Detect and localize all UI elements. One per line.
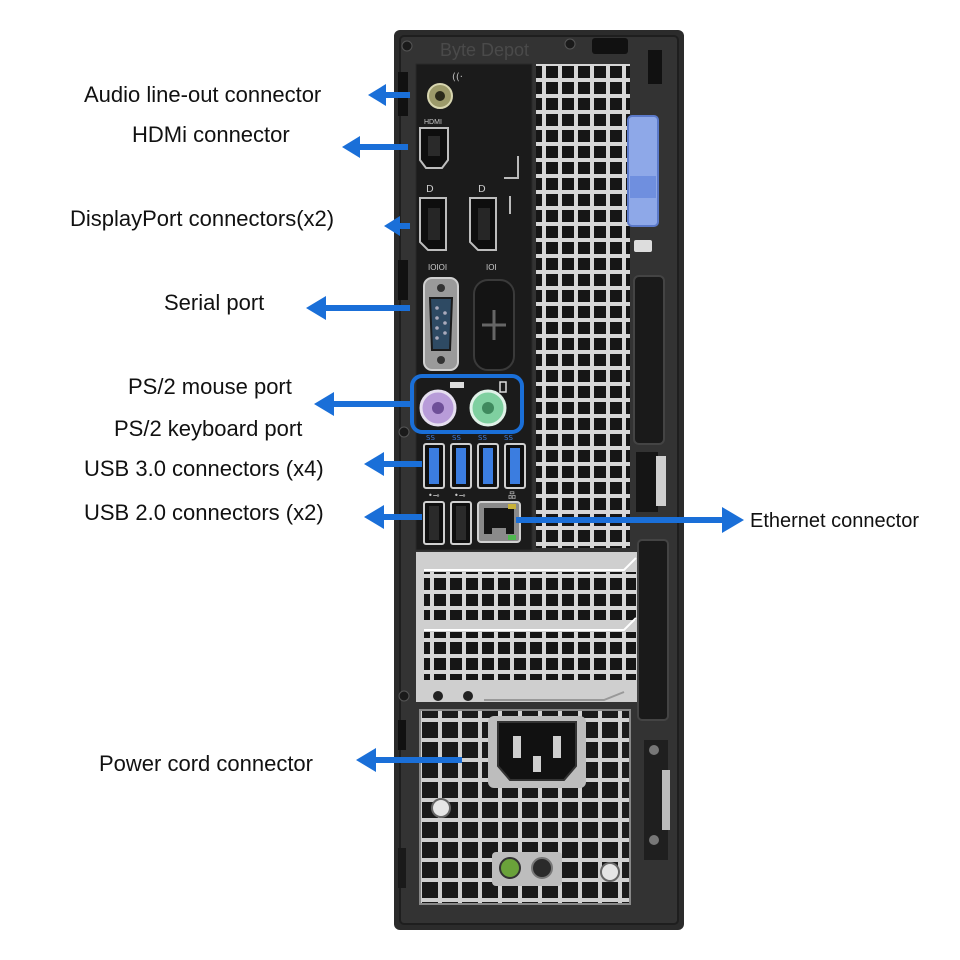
svg-text:D: D <box>478 184 486 195</box>
callout-arrows <box>306 84 744 772</box>
svg-text:D: D <box>426 184 434 195</box>
screw-icon <box>401 40 413 52</box>
serial-mark: IOIOI <box>428 263 447 272</box>
screw-icon <box>649 835 659 845</box>
svg-text:•⊸: •⊸ <box>454 491 466 500</box>
label-hdmi: HDMi connector <box>132 122 290 147</box>
screw-icon <box>431 798 451 818</box>
expansion-slot <box>424 632 636 680</box>
label-ps2-mouse: PS/2 mouse port <box>128 374 292 399</box>
label-ethernet: Ethernet connector <box>750 510 919 532</box>
arrow-head-icon <box>342 136 360 158</box>
label-power-cord: Power cord connector <box>99 751 313 776</box>
label-ps2-keyboard: PS/2 keyboard port <box>114 416 303 441</box>
label-audio-line-out: Audio line-out connector <box>84 82 322 107</box>
label-usb3: USB 3.0 connectors (x4) <box>84 456 324 481</box>
screw-icon <box>463 691 473 701</box>
arrow-head-icon <box>356 748 376 772</box>
arrow-head-icon <box>364 505 384 529</box>
svg-text:SS: SS <box>478 434 487 442</box>
screw-icon <box>564 38 576 50</box>
vent-grille <box>536 64 630 548</box>
psu-test-button-icon <box>531 857 553 879</box>
blue-latch <box>627 115 659 227</box>
svg-text:品: 品 <box>508 491 516 500</box>
ps2-highlight <box>410 374 524 434</box>
svg-text:•⊸: •⊸ <box>428 491 440 500</box>
svg-text:SS: SS <box>426 434 435 442</box>
screw-icon <box>433 691 443 701</box>
label-displayport: DisplayPort connectors(x2) <box>70 206 335 231</box>
svg-text:SS: SS <box>504 434 513 442</box>
svg-text:SS: SS <box>452 434 461 442</box>
hdmi-mark: HDMI <box>424 119 442 126</box>
top-slot <box>648 50 662 84</box>
screw-icon <box>398 426 410 438</box>
kensington-slot <box>634 240 652 252</box>
arrow-head-icon <box>368 84 386 106</box>
arrow-head-icon <box>306 296 326 320</box>
arrow-head-icon <box>722 507 744 533</box>
screw-icon <box>398 690 410 702</box>
label-serial-port: Serial port <box>164 290 265 315</box>
screw-icon <box>600 862 620 882</box>
arrow-head-icon <box>314 392 334 416</box>
side-handle <box>633 275 665 445</box>
expansion-slot <box>424 572 636 620</box>
screw-icon <box>649 745 659 755</box>
watermark: Byte Depot <box>440 40 529 60</box>
label-usb2: USB 2.0 connectors (x2) <box>84 500 324 525</box>
top-latch <box>592 38 628 54</box>
vga-blank-mark: IOI <box>486 263 497 272</box>
arrow-head-icon <box>384 216 400 236</box>
arrow-head-icon <box>364 452 384 476</box>
psu-led-icon <box>499 857 521 879</box>
svg-text:((·: ((· <box>452 72 463 83</box>
